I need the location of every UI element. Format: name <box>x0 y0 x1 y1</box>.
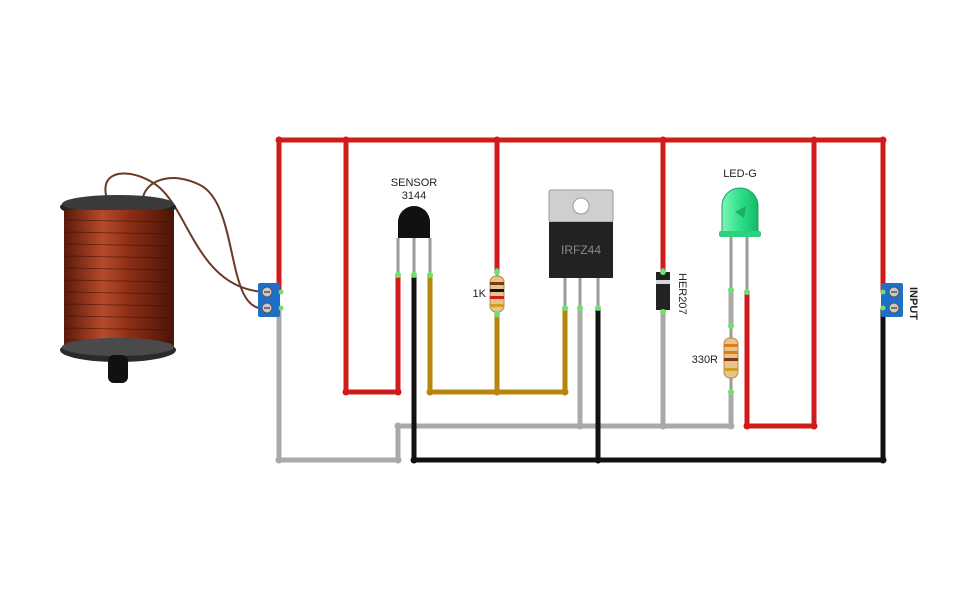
diode <box>656 268 670 316</box>
input-label: INPUT <box>907 287 919 320</box>
resistor-330r-label: 330R <box>692 354 718 366</box>
electromagnet-coil <box>60 195 176 383</box>
diode-part-label: HER207 <box>676 273 688 315</box>
sensor-part-label: 3144 <box>402 190 426 202</box>
mosfet <box>548 189 614 311</box>
led-name-label: LED-G <box>723 168 757 180</box>
hall-sensor <box>395 206 433 278</box>
green-led <box>719 187 761 295</box>
sensor-name-label: SENSOR <box>391 177 438 189</box>
junction-dots-ground <box>410 456 887 464</box>
coil-terminal-block <box>258 283 284 317</box>
ground-wire <box>411 272 886 463</box>
coil-lead-wires <box>104 172 267 310</box>
input-terminal-block <box>880 283 903 317</box>
resistor-330r <box>723 323 739 395</box>
resistor-1k-label: 1K <box>473 288 487 300</box>
junction-dots <box>275 136 887 430</box>
mosfet-part-label: IRFZ44 <box>561 243 601 257</box>
junction-dots-common <box>275 422 735 464</box>
junction-dots-signal <box>426 388 569 396</box>
positive-wire <box>276 137 886 429</box>
common-wire <box>276 287 734 463</box>
resistor-1k <box>489 268 505 318</box>
